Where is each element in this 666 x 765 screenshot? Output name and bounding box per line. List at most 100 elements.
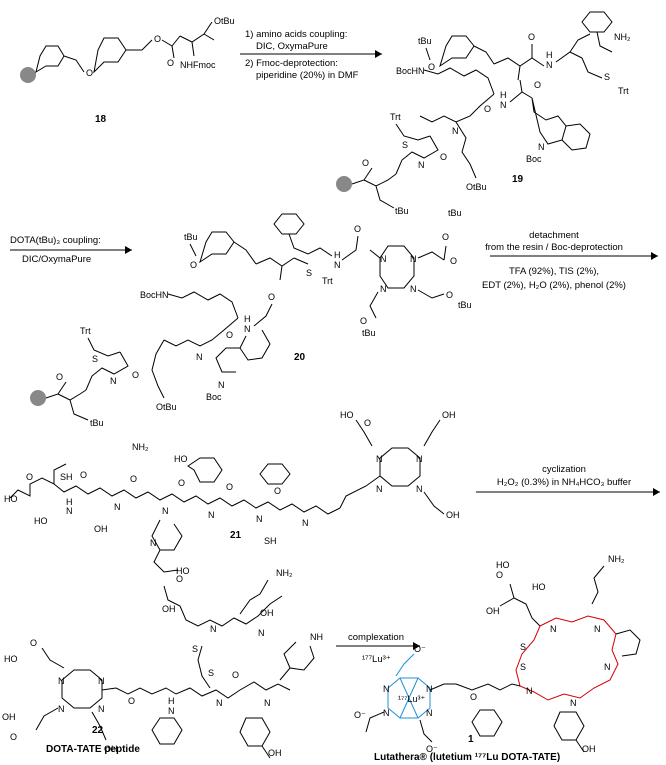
- compound-20-structure: H N O N N N N O O tBu O tBu O tBu tBu O …: [30, 208, 472, 428]
- atom-h: H: [500, 90, 507, 100]
- atom-n: N: [594, 624, 601, 634]
- atom-oh: OH: [2, 712, 16, 722]
- step2-line1: DOTA(tBu)₃ coupling:: [10, 235, 101, 246]
- atom-oh: OH: [94, 524, 108, 534]
- atom-n: N: [208, 510, 215, 520]
- atom-n: N: [218, 380, 225, 390]
- compound-name-22: DOTA-TATE peptide: [46, 744, 140, 755]
- atom-o: O: [154, 34, 161, 44]
- atom-n: N: [538, 142, 545, 152]
- atom-s: S: [306, 268, 312, 278]
- atom-n: N: [58, 676, 65, 686]
- atom-bochn: BocHN: [396, 66, 425, 76]
- atom-n: N: [302, 518, 309, 528]
- atom-tbu: tBu: [90, 418, 104, 428]
- step1-line3: 2) Fmoc-deprotection:: [245, 58, 338, 69]
- atom-s: S: [92, 354, 98, 364]
- atom-tbu: tBu: [395, 206, 409, 216]
- atom-ho: HO: [340, 410, 354, 420]
- atom-n: N: [98, 704, 105, 714]
- atom-o: O: [446, 290, 453, 300]
- atom-nh2: NH₂: [276, 568, 293, 578]
- atom-n: N: [258, 628, 265, 638]
- atom-n: N: [604, 662, 611, 672]
- atom-boc: Boc: [206, 392, 222, 402]
- atom-ho: HO: [176, 566, 190, 576]
- atom-trt: Trt: [618, 86, 629, 96]
- atom-tbu: tBu: [362, 328, 376, 338]
- atom-o: O: [80, 470, 87, 480]
- atom-ho: HO: [4, 654, 18, 664]
- reaction-step-5: complexation ¹⁷⁷Lu³⁺: [336, 632, 420, 665]
- atom-o: O: [274, 486, 281, 496]
- atom-nh2: NH₂: [614, 32, 631, 42]
- atom-n: N: [58, 704, 65, 714]
- atom-o: O: [30, 638, 37, 648]
- atom-o: O: [130, 474, 137, 484]
- atom-sh: SH: [60, 472, 73, 482]
- atom-ho: HO: [4, 494, 18, 504]
- atom-nh2: NH₂: [132, 442, 149, 452]
- atom-n: N: [452, 126, 459, 136]
- atom-n: N: [416, 484, 423, 494]
- atom-nhfmoc: NHFmoc: [180, 60, 216, 70]
- atom-n: N: [410, 284, 417, 294]
- atom-oh: OH: [446, 510, 460, 520]
- atom-s: S: [520, 662, 526, 672]
- atom-n: N: [380, 254, 387, 264]
- atom-n: N: [168, 706, 175, 716]
- atom-tbu: tBu: [448, 208, 462, 218]
- atom-oh: OH: [486, 606, 500, 616]
- atom-n: N: [66, 506, 73, 516]
- atom-nh2: NH₂: [608, 554, 625, 564]
- atom-o: O: [10, 732, 17, 742]
- step3-line4: EDT (2%), H₂O (2%), phenol (2%): [482, 280, 626, 291]
- atom-ho: HO: [496, 560, 510, 570]
- atom-o: O: [484, 104, 491, 114]
- atom-n: N: [216, 698, 223, 708]
- atom-h: H: [66, 497, 73, 507]
- atom-oh: OH: [260, 608, 274, 618]
- compound-name-1: Lutathera® (lutetium ¹⁷⁷Lu DOTA-TATE): [374, 752, 560, 763]
- atom-n: N: [546, 60, 553, 70]
- atom-o: O: [128, 696, 135, 706]
- atom-otbu: OtBu: [214, 16, 235, 26]
- atom-n: N: [150, 538, 157, 548]
- atom-o: O: [362, 158, 369, 168]
- step5-line2: ¹⁷⁷Lu³⁺: [362, 654, 391, 665]
- atom-n: N: [416, 454, 423, 464]
- atom-o: O: [496, 570, 503, 580]
- atom-o: O: [178, 478, 185, 488]
- step2-line2: DIC/OxymaPure: [22, 254, 91, 265]
- atom-o: O: [167, 58, 174, 68]
- atom-n: N: [264, 698, 271, 708]
- step1-line4: piperidine (20%) in DMF: [256, 70, 359, 81]
- step1-line1: 1) amino acids coupling:: [245, 29, 347, 40]
- atom-n: N: [426, 684, 433, 694]
- atom-boc: Boc: [526, 154, 542, 164]
- atom-o: O: [56, 372, 63, 382]
- atom-o: O: [450, 256, 457, 266]
- atom-s: S: [520, 642, 526, 652]
- atom-n: N: [500, 100, 507, 110]
- atom-tbu: tBu: [418, 36, 432, 46]
- atom-o: O: [470, 692, 477, 702]
- atom-o: O: [268, 292, 275, 302]
- atom-o: O: [132, 370, 139, 380]
- atom-h: H: [168, 696, 175, 706]
- compound-21-structure: NH₂ SH HO HO O H N N N N N N O O O O O H…: [4, 410, 460, 573]
- atom-trt: Trt: [80, 326, 91, 336]
- atom-coo: O⁻: [354, 710, 366, 720]
- atom-n: N: [380, 284, 387, 294]
- reaction-step-1: 1) amino acids coupling: DIC, OxymaPure …: [240, 29, 382, 81]
- atom-oh: OH: [582, 744, 596, 754]
- compound-19-structure: NH₂ tBu O O H N S Trt BocHN H N O N Boc …: [336, 11, 631, 216]
- atom-tbu: tBu: [184, 232, 198, 242]
- reaction-step-4: cyclization H₂O₂ (0.3%) in NH₄HCO₃ buffe…: [476, 464, 660, 496]
- atom-n: N: [570, 698, 577, 708]
- compound-label-20: 20: [294, 352, 306, 363]
- atom-n: N: [98, 676, 105, 686]
- atom-bochn: BocHN: [140, 290, 169, 300]
- compound-label-1: 1: [468, 734, 474, 745]
